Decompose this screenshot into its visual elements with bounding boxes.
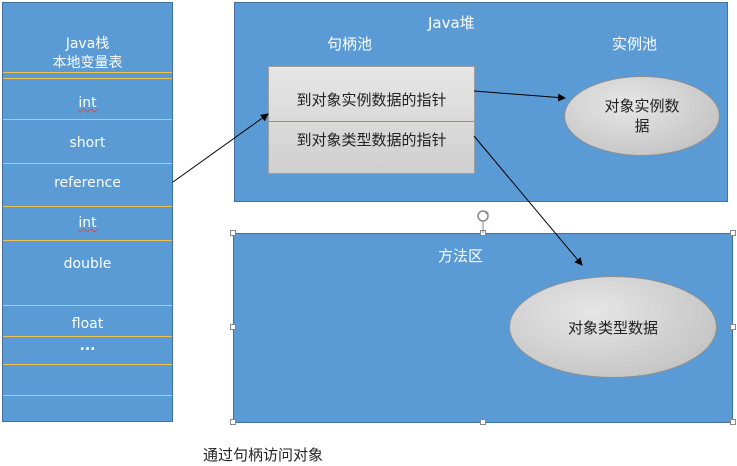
instance-pool-label: 实例池 bbox=[612, 35, 658, 53]
object-type-data: 对象类型数据 bbox=[509, 276, 717, 378]
stack-row-divider bbox=[3, 395, 172, 396]
stack-row-int-2: int bbox=[78, 215, 97, 231]
resize-handle[interactable] bbox=[480, 419, 486, 425]
handle-pool-label: 句柄池 bbox=[327, 35, 373, 53]
resize-handle[interactable] bbox=[230, 419, 236, 425]
object-instance-data: 对象实例数 据 bbox=[564, 76, 720, 156]
stack-row-divider bbox=[3, 364, 172, 365]
handle-divider bbox=[269, 121, 474, 122]
stack-row-divider bbox=[3, 163, 172, 164]
stack-row-int: int bbox=[78, 95, 97, 111]
resize-handle[interactable] bbox=[480, 230, 486, 236]
stack-row-float: float bbox=[71, 316, 104, 332]
stack-row-divider bbox=[3, 240, 172, 241]
resize-handle[interactable] bbox=[230, 230, 236, 236]
stack-row-divider bbox=[3, 72, 172, 73]
stack-row-ellipsis: ... bbox=[79, 338, 96, 354]
resize-handle[interactable] bbox=[730, 230, 736, 236]
stack-row-divider bbox=[3, 305, 172, 306]
stack-row-divider bbox=[3, 206, 172, 207]
method-area-title: 方法区 bbox=[438, 247, 484, 265]
pointer-to-type-data: 到对象类型数据的指针 bbox=[296, 131, 447, 149]
stack-row-short: short bbox=[69, 135, 106, 151]
diagram-caption: 通过句柄访问对象 bbox=[203, 446, 324, 464]
resize-handle[interactable] bbox=[730, 324, 736, 330]
pointer-to-instance-data: 到对象实例数据的指针 bbox=[296, 91, 447, 109]
stack-row-divider bbox=[3, 336, 172, 337]
stack-title-line1: Java栈 bbox=[65, 36, 110, 52]
resize-handle[interactable] bbox=[230, 324, 236, 330]
stack-row-reference: reference bbox=[54, 175, 121, 191]
stack-title-line2: 本地变量表 bbox=[52, 55, 123, 71]
stack-row-divider bbox=[3, 78, 172, 79]
handle-pool-entry: 到对象实例数据的指针 到对象类型数据的指针 bbox=[268, 66, 475, 174]
stack-row-double: double bbox=[63, 256, 112, 272]
java-stack-local-variables: Java栈 本地变量表 int short reference int doub… bbox=[2, 2, 173, 422]
resize-handle[interactable] bbox=[730, 419, 736, 425]
heap-title: Java堆 bbox=[428, 14, 475, 32]
stack-row-divider bbox=[3, 119, 172, 120]
